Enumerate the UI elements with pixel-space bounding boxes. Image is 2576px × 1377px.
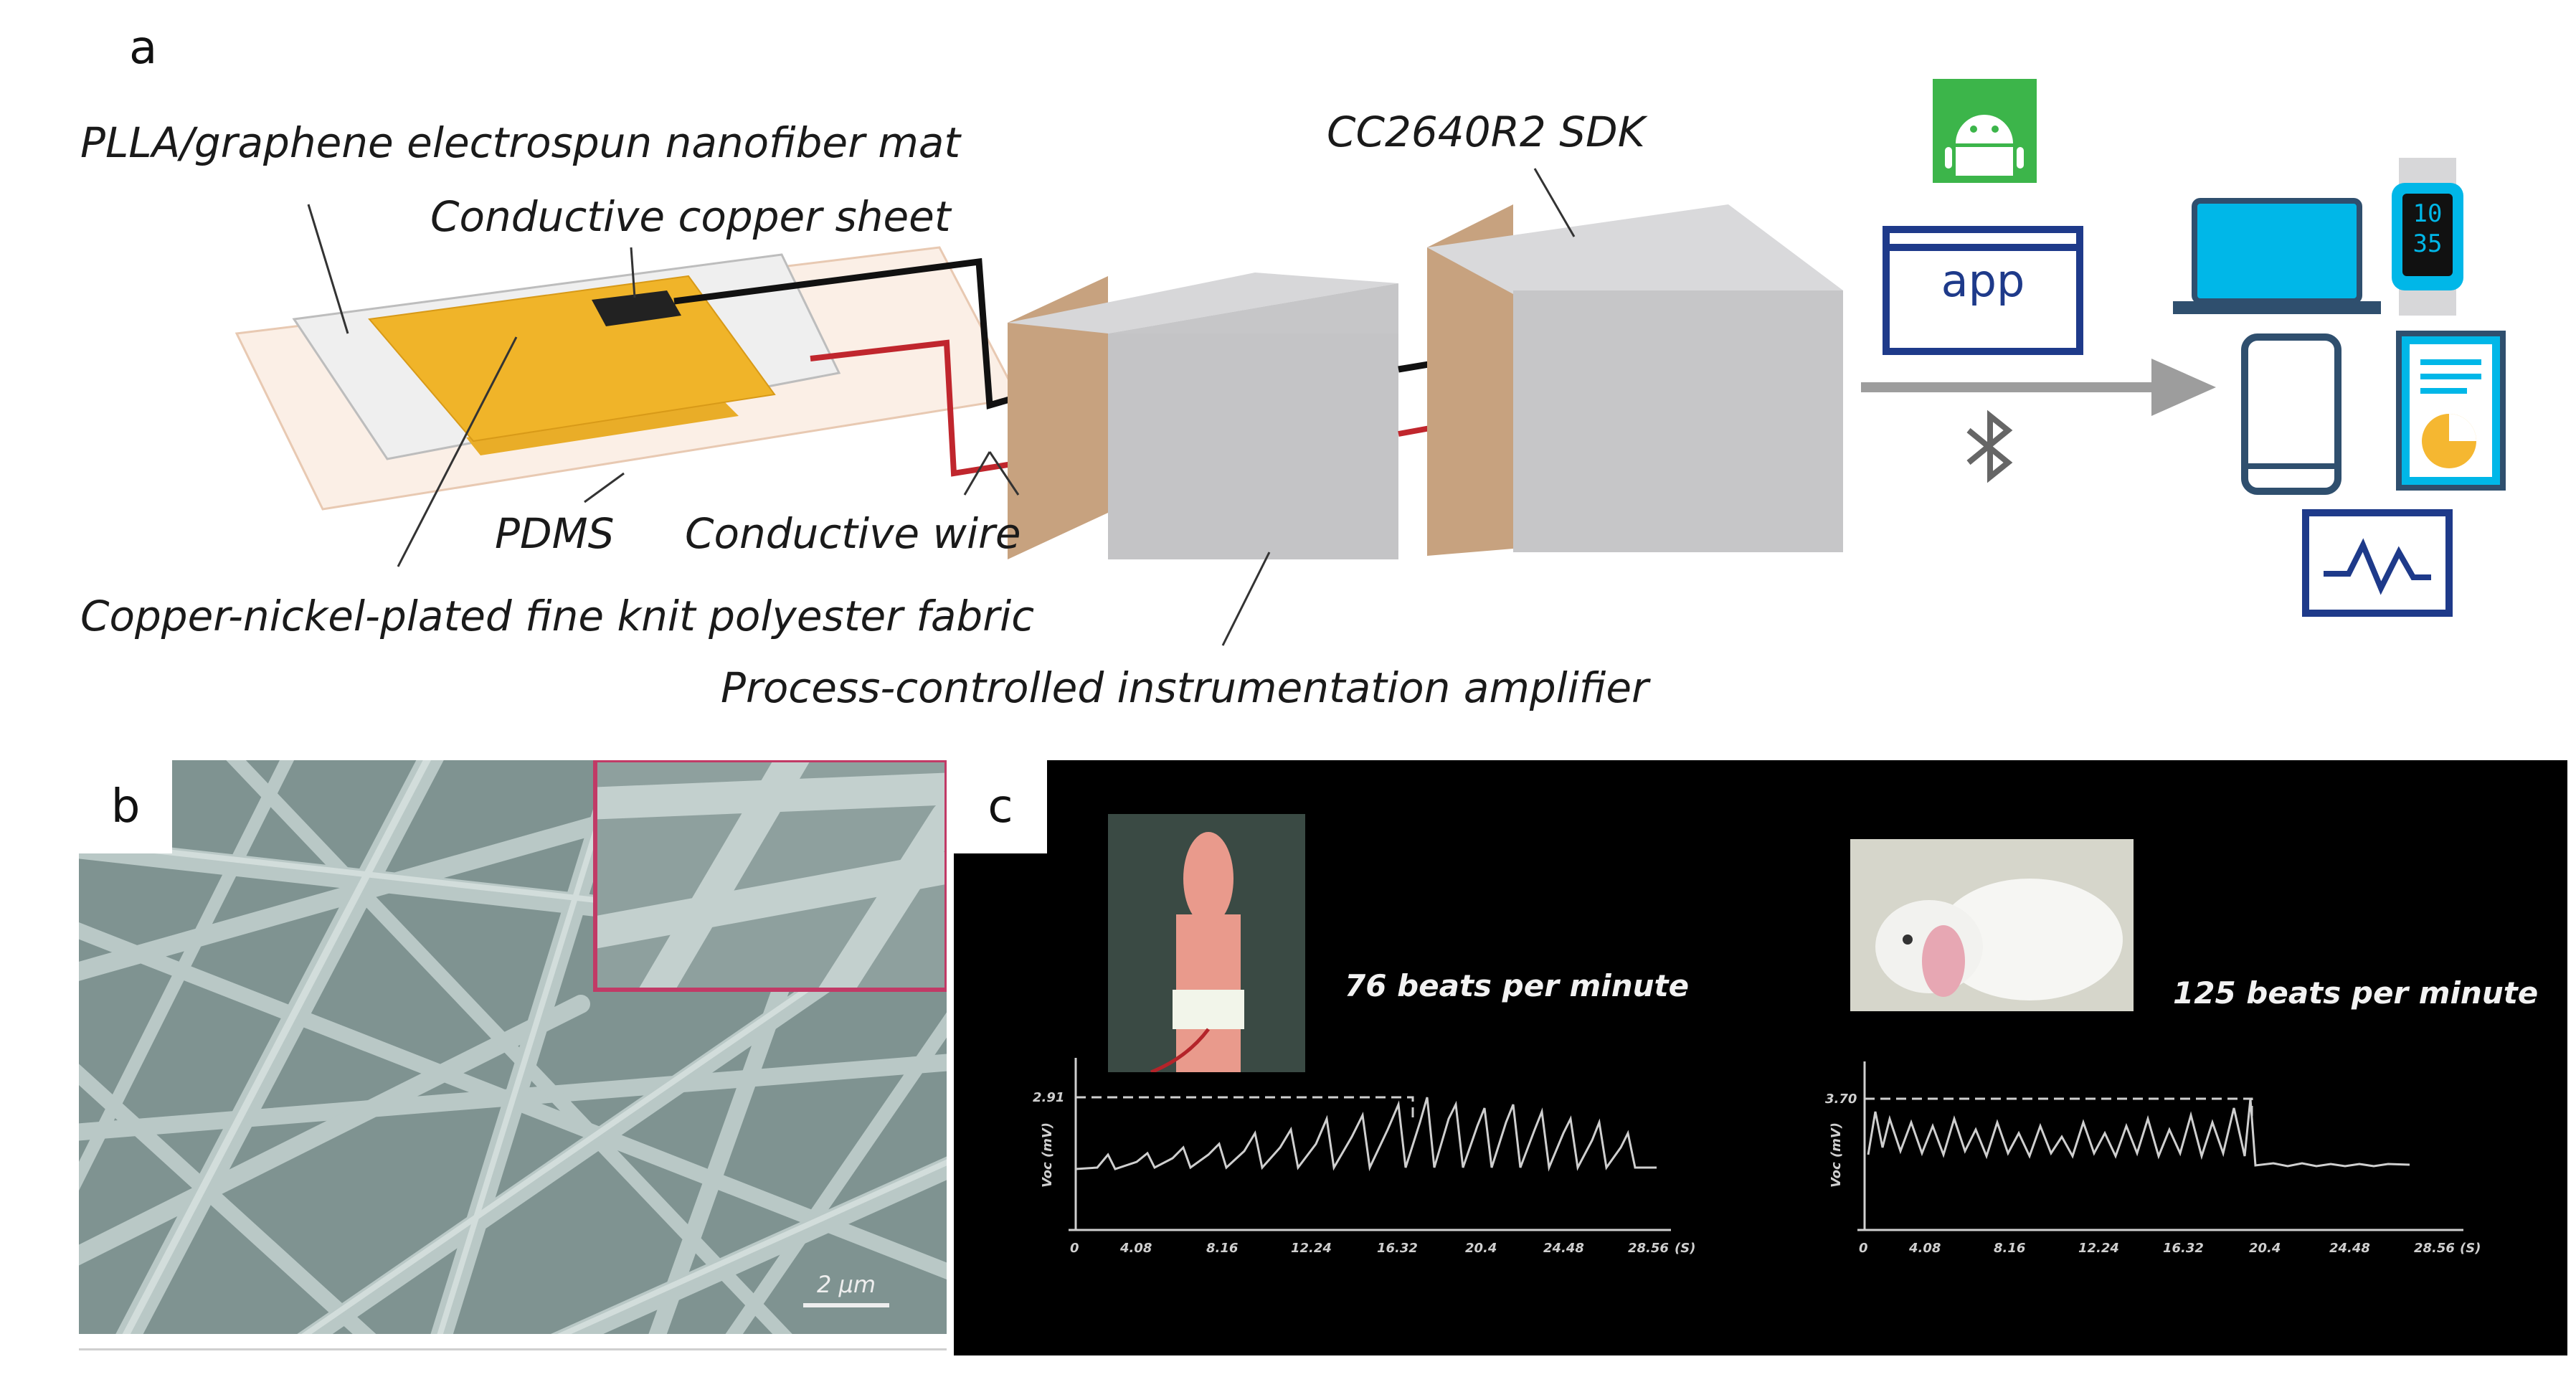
laptop-icon [2173,198,2381,314]
watch-hour: 10 [2412,199,2443,228]
x-tick: 28.56 [1628,1241,1669,1256]
amplifier-box-face [1108,333,1398,559]
smartwatch-icon [2392,158,2463,316]
x-tick: 0 [1070,1241,1079,1256]
sdk-box-side [1427,204,1513,556]
label-amplifier: Process-controlled instrumentation ampli… [721,663,1649,712]
panel-b-sem-image: b 2 μm [79,760,947,1334]
peak-label-left: 2.91 [1033,1090,1065,1105]
watch-minute: 35 [2412,230,2443,258]
beats-right: 125 beats per minute [2173,975,2539,1011]
x-tick: 24.48 [1543,1241,1584,1256]
wrist-photo [1108,814,1305,1079]
y-axis-left: Voc (mV) [1040,1122,1056,1188]
peak-label-right: 3.70 [1825,1092,1857,1107]
x-tick: 24.48 [2329,1241,2370,1256]
copper-sheet [592,290,681,326]
y-axis-right: Voc (mV) [1829,1122,1845,1188]
x-tick: 12.24 [1291,1241,1332,1256]
lower-copper-layer [466,402,739,455]
x-tick: 16.32 [1377,1241,1418,1256]
panel-a-system-diagram: a [80,22,2506,712]
tablet-report-icon [2396,331,2506,491]
label-conductive-wire: Conductive wire [685,509,1021,558]
panel-c-heart-rate: c 76 beats per minute 125 beats per minu… [954,760,2567,1355]
nanofiber-pad [368,275,776,443]
transmit-arrow-head [2151,359,2216,416]
panel-a-letter: a [129,22,158,75]
x-tick: 28.56 [2414,1241,2455,1256]
trace-left [1075,1097,1657,1172]
sem-fibers [79,760,947,1334]
app-label: app [1941,255,2025,307]
x-tick: 4.08 [1909,1241,1941,1256]
bluetooth-icon [1966,410,2013,483]
x-tick: 16.32 [2163,1241,2204,1256]
rabbit-photo [1850,839,2134,1011]
trace-right [1867,1098,2410,1168]
x-tick: 4.08 [1120,1241,1152,1256]
label-sdk: CC2640R2 SDK [1327,108,1645,156]
monitor-waveform-icon [2302,509,2453,617]
label-fabric: Copper-nickel-plated fine knit polyester… [80,592,1035,640]
x-tick: 8.16 [1994,1241,2026,1256]
panel-c-letter: c [954,760,1047,853]
heart-rate-traces [1069,1058,2463,1231]
amplifier-box-side [1008,276,1108,559]
beats-left: 76 beats per minute [1345,968,1690,1003]
panel-b-bottom-rule [79,1348,947,1350]
x-tick: (S) [2460,1241,2481,1256]
sdk-box-front [1513,290,1843,552]
x-tick: 20.4 [1465,1241,1497,1256]
android-icon [1933,79,2037,183]
panel-a-drawing [235,79,2506,646]
label-pdms: PDMS [495,509,615,558]
x-tick: (S) [1675,1241,1696,1256]
phone-icon [2241,333,2341,495]
label-nanofiber-mat: PLLA/graphene electrospun nanofiber mat [80,118,961,167]
sdk-box-top [1427,204,1843,294]
app-window-icon [1883,226,2083,355]
scale-bar-label: 2 μm [816,1271,876,1298]
x-tick: 0 [1859,1241,1868,1256]
x-tick: 20.4 [2249,1241,2281,1256]
x-tick: 12.24 [2078,1241,2119,1256]
panel-b-letter: b [79,760,172,853]
label-copper-sheet: Conductive copper sheet [430,192,951,241]
x-tick: 8.16 [1206,1241,1239,1256]
amplifier-box-top [1008,273,1398,333]
